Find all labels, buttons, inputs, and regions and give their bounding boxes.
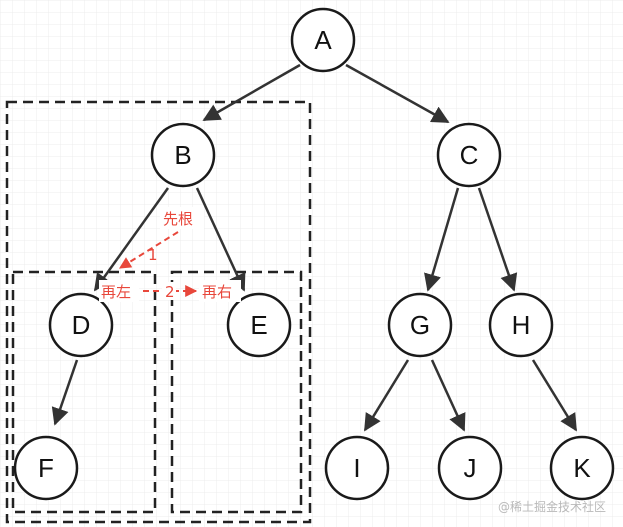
left-subtree-box	[5, 100, 312, 524]
node-c-label: C	[460, 140, 479, 170]
node-c-circle	[436, 122, 502, 188]
edge-d-f	[51, 359, 79, 426]
step-2-label: 2	[165, 283, 175, 301]
node-d-circle	[48, 292, 114, 358]
edge-c-h	[477, 187, 518, 292]
node-g-circle	[387, 292, 453, 358]
node-h-circle	[488, 292, 554, 358]
edge-c-g	[424, 187, 460, 292]
then-right-bg	[199, 280, 241, 302]
node-a-circle	[290, 7, 356, 73]
node-b-label: B	[174, 140, 191, 170]
node-d: D	[48, 292, 114, 358]
node-b: B	[150, 122, 216, 188]
node-h-label: H	[512, 310, 531, 340]
edge-a-c	[345, 63, 450, 124]
edge-b-e	[195, 187, 246, 292]
edge-a-b	[202, 63, 301, 122]
step-1-arrow	[118, 231, 179, 269]
then-left-label: 再左	[101, 283, 131, 301]
node-i-circle	[324, 435, 390, 501]
step-2-bg	[162, 282, 176, 300]
then-right-label: 再右	[202, 283, 232, 301]
node-g: G	[387, 292, 453, 358]
node-c: C	[436, 122, 502, 188]
then-left-bg	[99, 280, 139, 302]
node-b-circle	[150, 122, 216, 188]
left-child-box	[11, 270, 157, 514]
root-first-bg	[160, 207, 204, 229]
node-a: A	[290, 7, 356, 73]
edge-h-k	[531, 359, 578, 432]
node-f: F	[13, 435, 79, 501]
node-a-label: A	[314, 25, 332, 55]
watermark: @稀土掘金技术社区	[498, 499, 606, 514]
traversal-annotations: 先根 1 再左 2 再右	[99, 207, 241, 302]
node-h: H	[488, 292, 554, 358]
root-first-label: 先根	[163, 210, 193, 228]
node-g-label: G	[410, 310, 430, 340]
node-k: K	[549, 435, 615, 501]
node-k-label: K	[573, 453, 591, 483]
node-f-label: F	[38, 453, 54, 483]
node-e-label: E	[250, 310, 267, 340]
node-f-circle	[13, 435, 79, 501]
node-k-circle	[549, 435, 615, 501]
node-e: E	[226, 292, 292, 358]
edge-g-j	[430, 359, 466, 432]
edge-g-i	[363, 359, 410, 432]
node-j: J	[437, 435, 503, 501]
node-d-label: D	[72, 310, 91, 340]
step-1-label: 1	[148, 246, 158, 264]
node-j-label: J	[464, 453, 477, 483]
node-i: I	[324, 435, 390, 501]
edge-b-d	[93, 187, 170, 292]
node-e-circle	[226, 292, 292, 358]
edges	[51, 63, 578, 432]
node-i-label: I	[353, 453, 360, 483]
node-j-circle	[437, 435, 503, 501]
